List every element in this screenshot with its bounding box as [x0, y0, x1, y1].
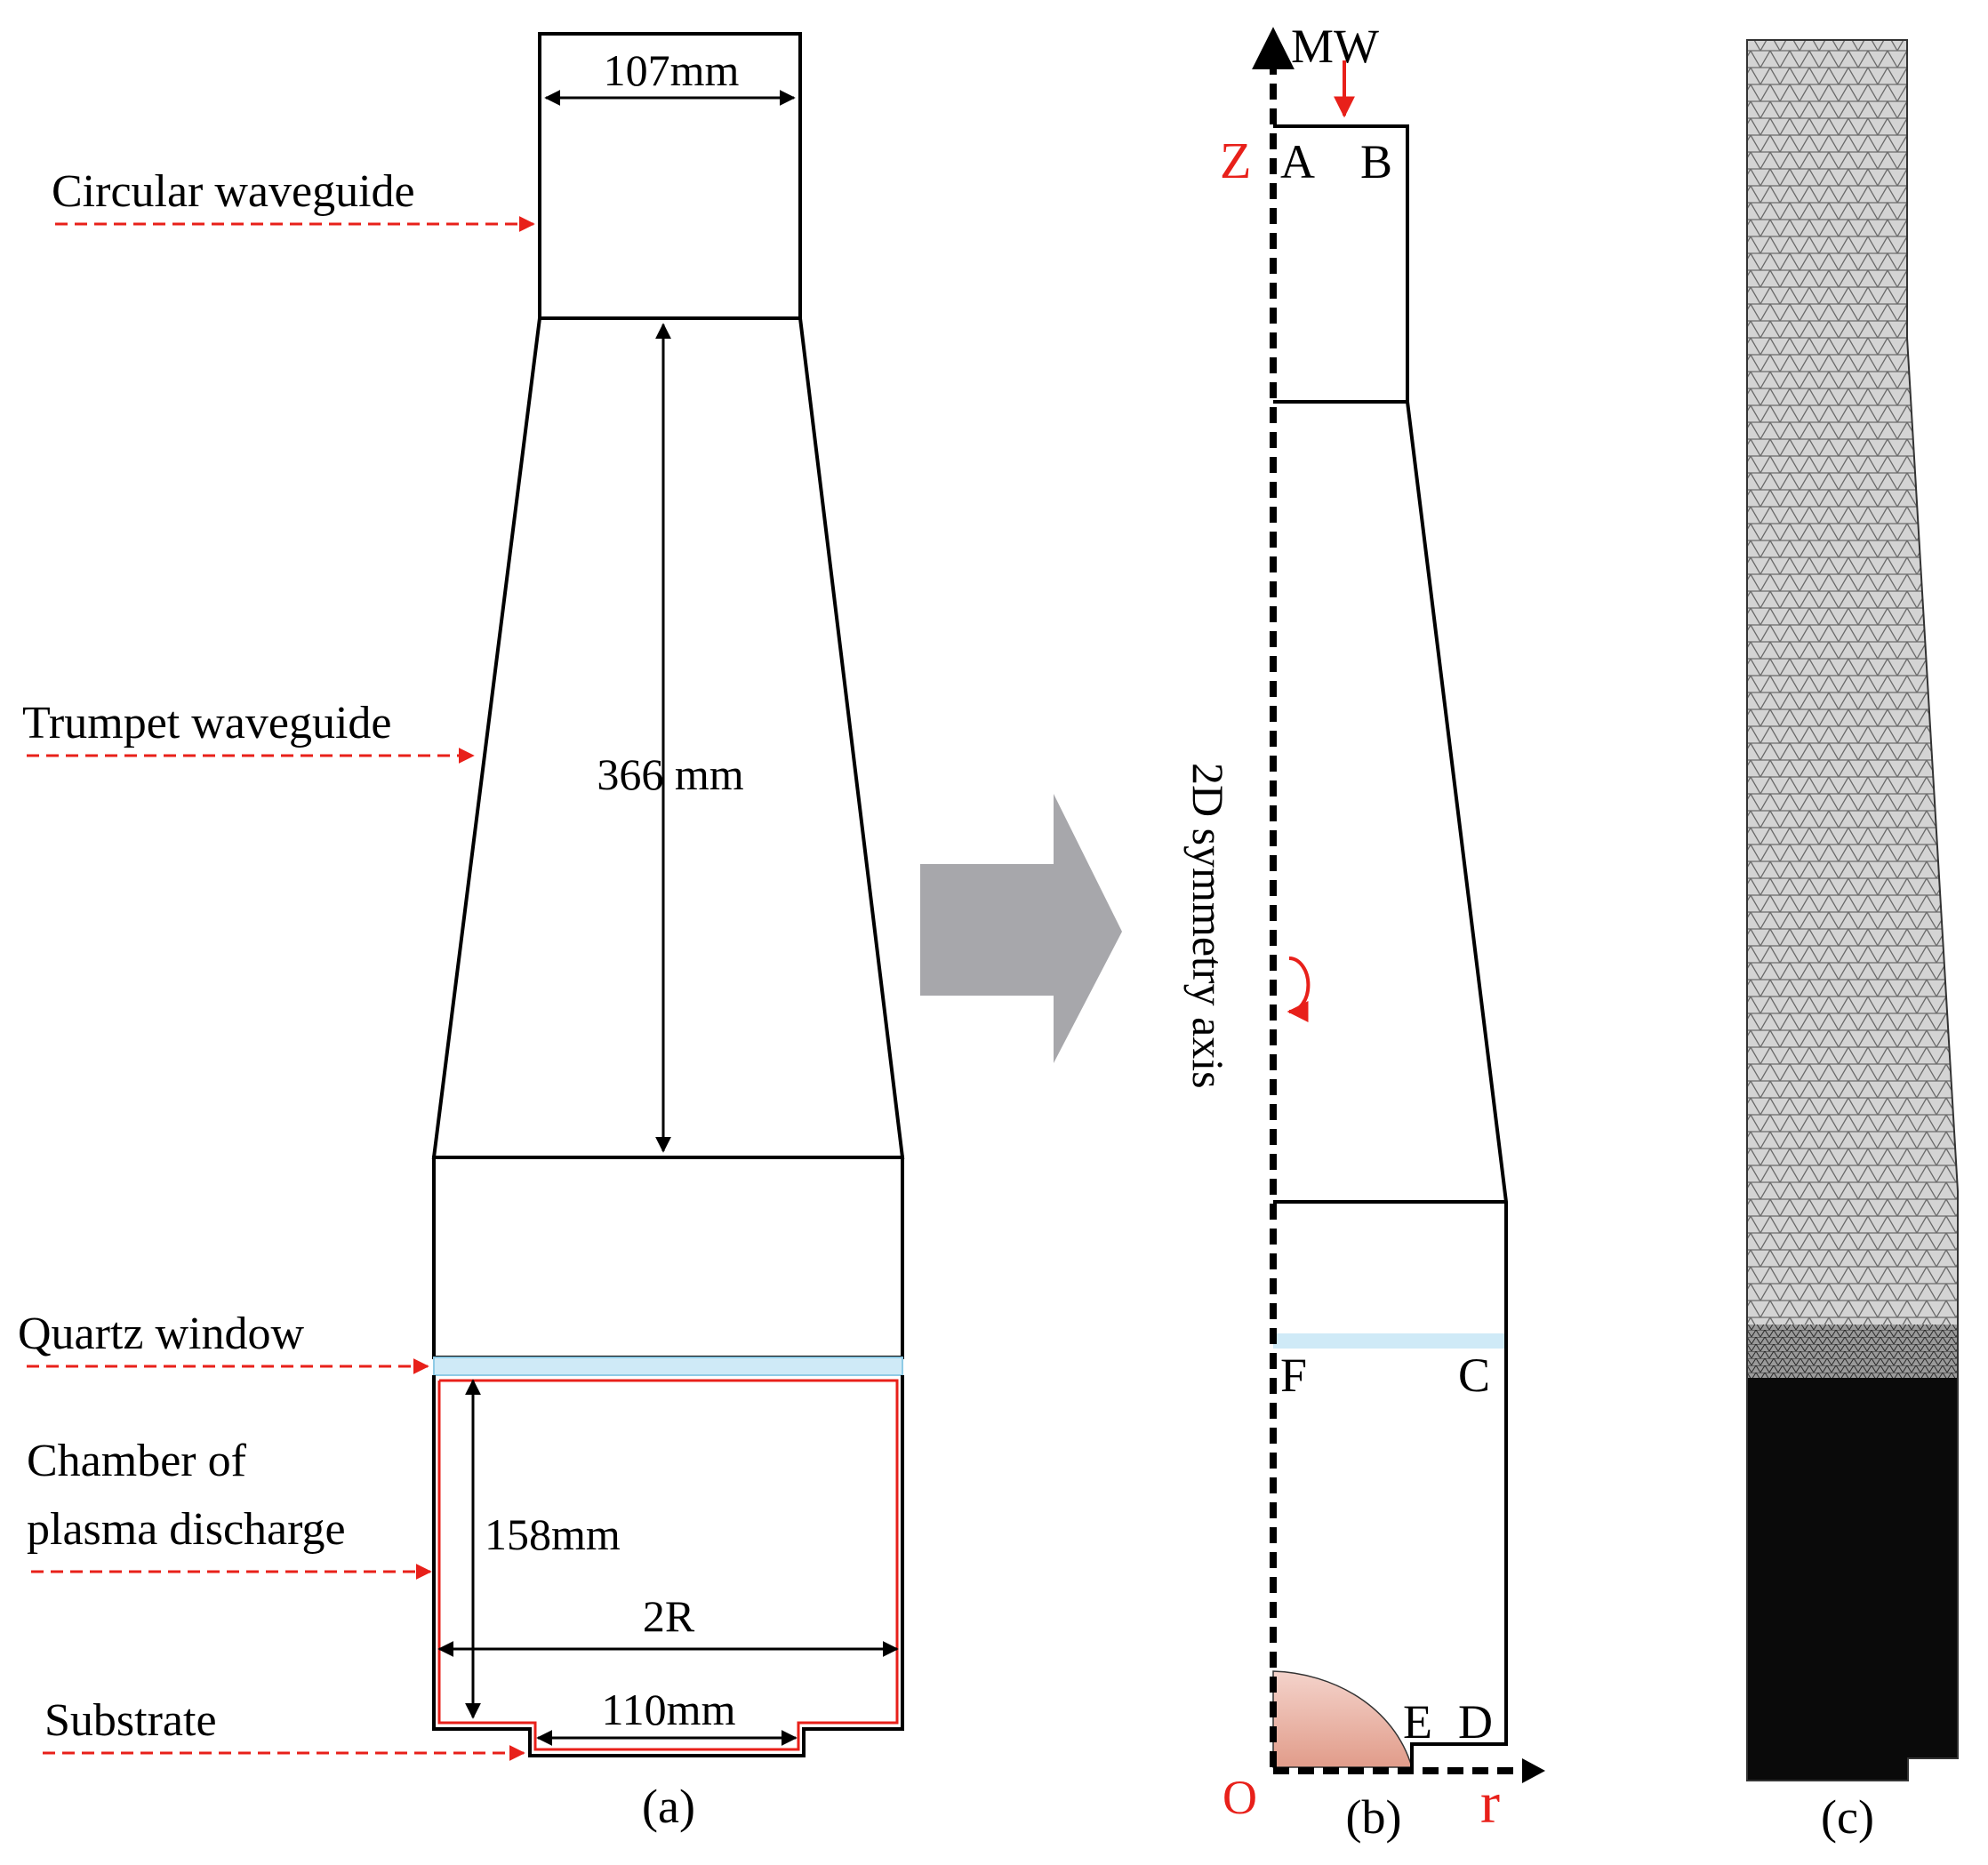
panel-a-callout-arrows — [27, 216, 535, 1761]
label-circular-waveguide: Circular waveguide — [52, 166, 415, 217]
trumpet-waveguide-shape — [431, 316, 905, 1159]
chamber-outline-black — [432, 1375, 904, 1757]
dim-top-width: 107mm — [604, 45, 740, 95]
label-trumpet-waveguide: Trumpet waveguide — [22, 698, 391, 748]
domain-outline — [1273, 124, 1508, 1767]
chamber-outline-red — [437, 1379, 899, 1751]
panel-c: (c) — [1746, 39, 1959, 1844]
origin-label: O — [1222, 1771, 1257, 1824]
dim-chamber-width: 2R — [643, 1591, 695, 1641]
quartz-window-b — [1273, 1333, 1506, 1349]
panel-a-callout-labels: Circular waveguide Trumpet waveguide Qua… — [18, 166, 415, 1746]
dim-trumpet-height: 366 mm — [597, 749, 743, 799]
panel-b-labels: MW Z A B F C E D O r 2D symmetry axis (b… — [1183, 20, 1500, 1844]
caption-b: (b) — [1346, 1790, 1402, 1844]
dim-chamber-height: 158mm — [485, 1509, 621, 1559]
panel-a-dimension-labels: 107mm 366 mm 158mm 2R 110mm (a) — [485, 45, 744, 1833]
mw-label: MW — [1291, 20, 1379, 73]
caption-a: (a) — [642, 1780, 695, 1833]
upper-chamber-shape — [432, 1156, 904, 1359]
panel-a-dimension-arrows — [437, 90, 899, 1746]
mesh-fine-band — [1747, 1325, 1958, 1378]
point-B: B — [1360, 135, 1392, 188]
r-axis-label: r — [1480, 1771, 1500, 1836]
r-axis-head — [1522, 1758, 1545, 1783]
caption-c: (c) — [1821, 1790, 1874, 1844]
point-A: A — [1280, 135, 1315, 188]
panel-a — [431, 32, 905, 1757]
point-C: C — [1458, 1349, 1490, 1402]
mesh-outline — [1746, 39, 1959, 1781]
point-E: E — [1403, 1695, 1432, 1749]
mesh-dense-region — [1747, 1378, 1958, 1781]
z-axis-label: Z — [1220, 132, 1251, 189]
dim-substrate-width: 110mm — [602, 1685, 736, 1734]
rotation-icon — [1287, 957, 1311, 1022]
label-quartz-window: Quartz window — [18, 1309, 304, 1359]
point-D: D — [1458, 1695, 1493, 1749]
symmetry-axis-label: 2D symmetry axis — [1183, 763, 1233, 1089]
label-chamber-line1: Chamber of — [27, 1436, 247, 1486]
label-chamber-line2: plasma discharge — [27, 1504, 346, 1555]
quartz-window-shape — [433, 1357, 903, 1376]
panel-b — [1252, 27, 1545, 1783]
transition-arrow — [920, 794, 1122, 1063]
label-substrate: Substrate — [44, 1695, 217, 1746]
point-F: F — [1280, 1349, 1307, 1402]
plasma-region — [1272, 1670, 1414, 1768]
